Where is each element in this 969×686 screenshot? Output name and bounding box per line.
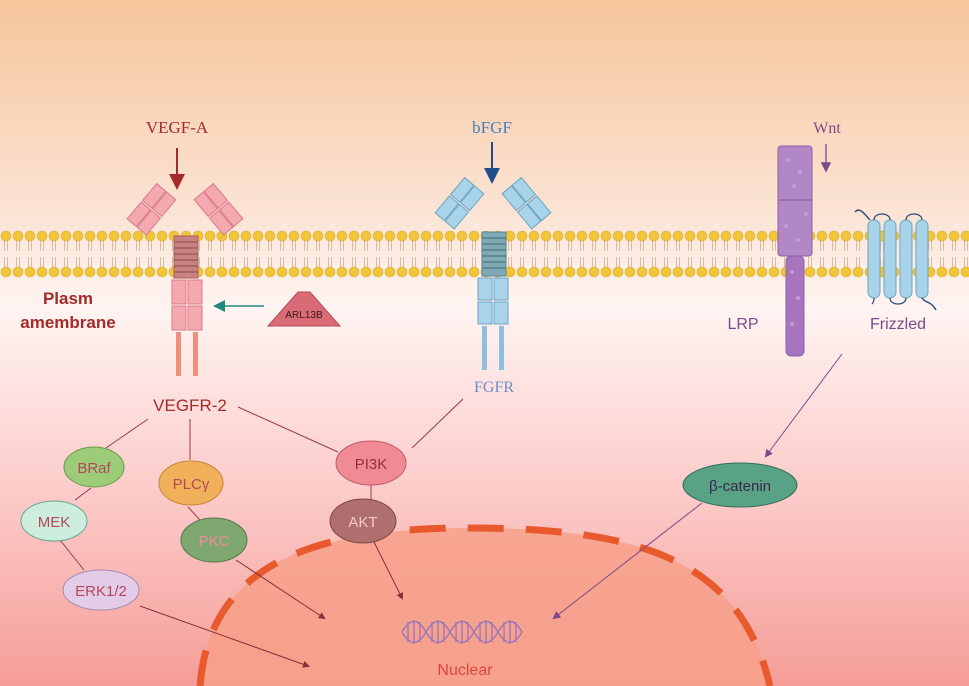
catenin-label: β-catenin	[709, 478, 771, 495]
vegfr2-label: VEGFR-2	[153, 396, 227, 415]
akt-label: AKT	[348, 514, 377, 531]
lrp-label: LRP	[727, 316, 758, 333]
catenin-to-nucleus-arrow	[552, 502, 703, 620]
vegf-a-label: VEGF-A	[146, 118, 209, 137]
membrane-label-line1: Plasm	[43, 289, 93, 308]
arl13b-shape	[266, 291, 342, 327]
fgfr-label: FGFR	[474, 379, 514, 396]
lrp-receptor-icon	[777, 145, 813, 357]
bfgf-label: bFGF	[472, 118, 512, 137]
fgfr-receptor-icon	[434, 176, 552, 370]
wnt-label: Wnt	[813, 120, 841, 137]
pi3k-node	[335, 440, 407, 486]
erk-node	[62, 569, 140, 611]
erk-to-nucleus-arrow	[139, 605, 310, 668]
pi3k-label: PI3K	[355, 456, 388, 473]
braf-label: BRaf	[77, 460, 111, 477]
frizzled-receptor-icon	[854, 209, 937, 311]
catenin-node	[682, 462, 798, 508]
plcg-node	[158, 460, 224, 506]
plcg-label: PLCγ	[173, 476, 210, 493]
frizzled-label: Frizzled	[870, 316, 926, 333]
dna-helix-icon	[401, 620, 523, 644]
pkc-node	[180, 517, 248, 563]
mek-node	[20, 500, 88, 542]
pkc-to-nucleus-arrow	[235, 559, 326, 620]
pathway-connections	[59, 398, 464, 571]
nucleus	[196, 524, 774, 686]
arl13b-label: ARL13B	[285, 310, 323, 321]
erk-label: ERK1/2	[75, 583, 127, 600]
pkc-label: PKC	[199, 533, 230, 550]
mek-label: MEK	[38, 514, 71, 531]
braf-node	[63, 446, 125, 488]
akt-node	[329, 498, 397, 544]
membrane-label-line2: amembrane	[20, 313, 115, 332]
nucleus-label: Nuclear	[437, 662, 493, 679]
akt-to-nucleus-arrow	[373, 541, 403, 600]
vegfr2-receptor-icon	[126, 182, 244, 376]
frizzled-to-catenin-arrow	[764, 353, 843, 458]
